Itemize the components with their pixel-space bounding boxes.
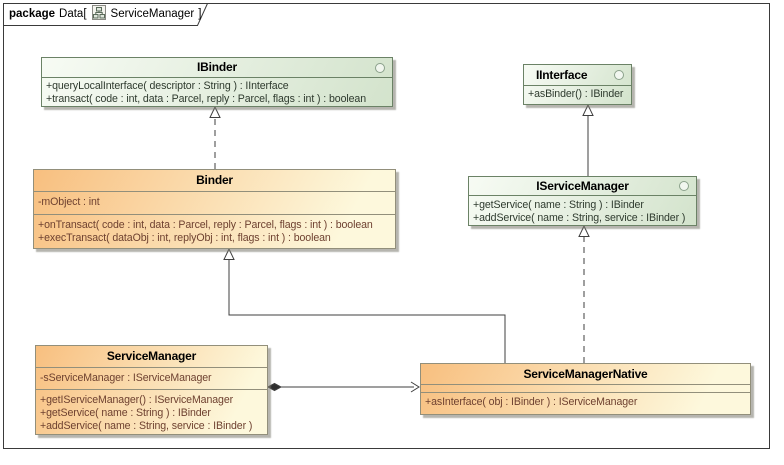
package-context: Data[ (59, 8, 87, 20)
generalization-iservicemanager-to-iinterface[interactable] (582, 103, 594, 176)
class-box-servicemanager[interactable]: ServiceManager -sServiceManager : IServi… (35, 345, 268, 435)
class-diagram-icon (91, 5, 106, 23)
class-title: ServiceManager (106, 349, 197, 363)
realization-binder-to-ibinder[interactable] (209, 105, 221, 169)
class-title: IServiceManager (469, 177, 696, 195)
attributes-compartment (421, 384, 750, 392)
association-servicemanager-to-servicemanagernative[interactable] (266, 381, 420, 393)
package-keyword: package (9, 8, 56, 20)
method-row[interactable]: +addService( name : String, service : IB… (473, 212, 686, 224)
interface-ball-icon (679, 181, 689, 191)
methods-compartment: +getIServiceManager() : IServiceManager … (36, 389, 267, 434)
class-box-iinterface[interactable]: IInterface +asBinder() : IBinder (523, 64, 632, 105)
attributes-compartment: -sServiceManager : IServiceManager (36, 367, 267, 389)
class-title: IBinder (42, 58, 392, 77)
package-closing-bracket: ] (198, 8, 202, 20)
class-title: IInterface (524, 65, 631, 85)
diagram-name: ServiceManager (110, 8, 195, 20)
method-row[interactable]: +asInterface( obj : IBinder ) : IService… (425, 396, 638, 408)
methods-compartment: +getService( name : String ) : IBinder +… (469, 195, 696, 225)
method-row[interactable]: +execTransact( dataObj : int, replyObj :… (38, 232, 331, 244)
composition-diamond-icon (266, 382, 283, 392)
class-box-servicemanagernative[interactable]: ServiceManagerNative +asInterface( obj :… (420, 363, 751, 415)
class-box-ibinder[interactable]: IBinder +queryLocalInterface( descriptor… (41, 57, 393, 107)
methods-compartment: +onTransact( code : int, data : Parcel, … (34, 214, 395, 248)
open-arrowhead-icon (410, 381, 420, 393)
method-row[interactable]: +transact( code : int, data : Parcel, re… (46, 93, 366, 105)
method-row[interactable]: +getIServiceManager() : IServiceManager (40, 394, 234, 406)
class-box-binder[interactable]: Binder -mObject : int +onTransact( code … (33, 169, 396, 249)
class-box-iservicemanager[interactable]: IServiceManager +getService( name : Stri… (468, 176, 697, 226)
interface-ball-icon (375, 62, 385, 73)
class-title: ServiceManagerNative (523, 367, 648, 381)
interface-ball-icon (614, 70, 624, 80)
class-title: Binder (196, 173, 233, 187)
generalization-servicemanagernative-to-binder[interactable] (223, 247, 506, 363)
realization-servicemanagernative-to-iservicemanager[interactable] (578, 224, 590, 363)
method-row[interactable]: +asBinder() : IBinder (528, 88, 624, 100)
methods-compartment: +asInterface( obj : IBinder ) : IService… (421, 392, 750, 414)
package-tab-label: package Data[ ServiceManager ] (9, 5, 202, 23)
method-row[interactable]: +addService( name : String, service : IB… (40, 420, 253, 432)
method-row[interactable]: +getService( name : String ) : IBinder (40, 407, 211, 419)
attributes-compartment: -mObject : int (34, 191, 395, 214)
methods-compartment: +queryLocalInterface( descriptor : Strin… (42, 77, 392, 107)
method-row[interactable]: +onTransact( code : int, data : Parcel, … (38, 219, 373, 231)
attribute-row[interactable]: -mObject : int (38, 196, 100, 208)
methods-compartment: +asBinder() : IBinder (524, 85, 631, 105)
attribute-row[interactable]: -sServiceManager : IServiceManager (40, 372, 212, 384)
method-row[interactable]: +getService( name : String ) : IBinder (473, 199, 644, 211)
method-row[interactable]: +queryLocalInterface( descriptor : Strin… (46, 80, 289, 92)
